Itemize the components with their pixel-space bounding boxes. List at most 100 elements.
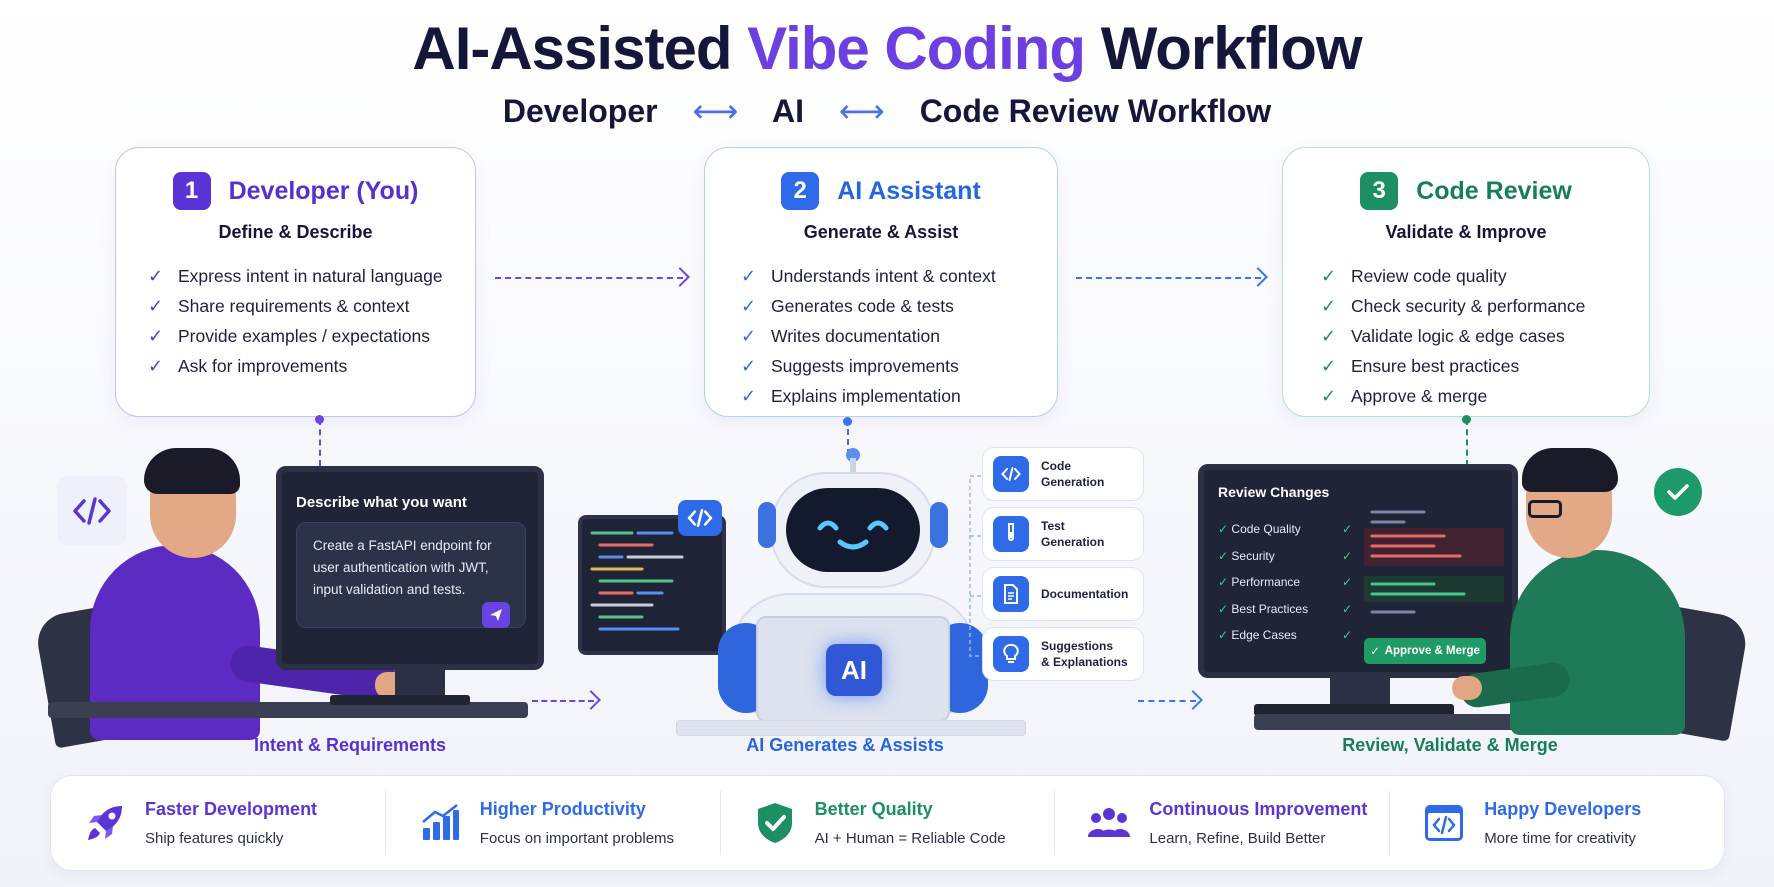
stage-label-review: Review, Validate & Merge <box>1342 735 1558 755</box>
step-checklist: ✓Review code quality ✓Check security & p… <box>1283 261 1649 411</box>
glasses-icon <box>1528 500 1562 518</box>
robot-ear <box>758 502 776 548</box>
review-item[interactable]: ✓ Performance✓ <box>1218 575 1352 590</box>
title-part1: AI-Assisted <box>412 15 732 82</box>
check-icon: ✓ <box>741 385 757 406</box>
check-icon: ✓ <box>741 265 757 286</box>
connector-line <box>1466 419 1468 466</box>
monitor-stand <box>1330 678 1390 708</box>
check-icon: ✓ <box>741 325 757 346</box>
check-icon: ✓ <box>1341 575 1352 590</box>
review-checklist: ✓ Code Quality✓ ✓ Security✓ ✓ Performanc… <box>1218 516 1352 649</box>
review-item[interactable]: ✓ Code Quality✓ <box>1218 522 1352 537</box>
laptop: AI <box>756 616 950 722</box>
flow-arrow <box>1076 267 1268 287</box>
robot-head <box>770 472 936 588</box>
subtitle-ai: AI <box>772 93 805 129</box>
bar-chart-icon <box>418 801 462 845</box>
review-item[interactable]: ✓ Edge Cases✓ <box>1218 628 1352 643</box>
review-monitor: Review Changes ✓ Code Quality✓ ✓ Securit… <box>1198 464 1518 678</box>
code-lines <box>590 531 684 631</box>
benefit-desc: Focus on important problems <box>479 830 675 847</box>
check-icon: ✓ <box>1321 355 1337 376</box>
title-part2: Workflow <box>1100 15 1363 82</box>
checkbox-icon: ✓ <box>1218 575 1229 590</box>
robot-ear <box>930 502 948 548</box>
check-icon: ✓ <box>1341 601 1352 616</box>
list-item: ✓Understands intent & context <box>741 265 996 286</box>
bidirectional-arrow-icon: ⟷ <box>838 93 885 129</box>
review-scene: Review Changes ✓ Code Quality✓ ✓ Securit… <box>1190 440 1751 742</box>
step-title: Code Review <box>1416 176 1572 205</box>
send-button[interactable] <box>482 602 510 628</box>
step-card-developer: 1 Developer (You) Define & Describe ✓Exp… <box>115 147 476 417</box>
monitor-heading: Describe what you want <box>296 494 467 511</box>
check-icon: ✓ <box>741 355 757 376</box>
code-tag-badge <box>678 500 722 536</box>
desk <box>676 720 1026 736</box>
team-icon <box>1087 801 1131 845</box>
ai-badge: AI <box>826 644 882 696</box>
step-card-code-review: 3 Code Review Validate & Improve ✓Review… <box>1282 147 1650 417</box>
check-icon: ✓ <box>1321 325 1337 346</box>
shield-check-icon <box>753 801 797 845</box>
check-icon: ✓ <box>148 325 164 346</box>
step-checklist: ✓Express intent in natural language ✓Sha… <box>116 261 475 381</box>
robot-antenna-stem <box>850 458 856 476</box>
benefit-title: Better Quality <box>814 799 933 819</box>
robot-smile-icon <box>817 520 889 550</box>
connector-dot <box>1462 415 1471 424</box>
list-item: ✓Check security & performance <box>1321 295 1586 316</box>
list-item: ✓Generates code & tests <box>741 295 954 316</box>
checkbox-icon: ✓ <box>1218 601 1229 616</box>
step-card-ai-assistant: 2 AI Assistant Generate & Assist ✓Unders… <box>704 147 1058 417</box>
flow-arrow <box>1138 690 1203 710</box>
connector-line <box>319 419 321 466</box>
review-item[interactable]: ✓ Security✓ <box>1218 548 1352 563</box>
list-item: ✓Explains implementation <box>741 385 961 406</box>
ai-scene: AI <box>570 448 1150 738</box>
approve-merge-button[interactable]: ✓Approve & Merge <box>1364 638 1486 664</box>
flow-arrow <box>495 267 690 287</box>
reviewer-hair <box>1522 448 1618 492</box>
code-window-icon <box>1422 801 1466 845</box>
check-icon: ✓ <box>148 265 164 286</box>
checkbox-icon: ✓ <box>1218 548 1229 563</box>
document-icon <box>993 576 1029 612</box>
list-item: ✓Validate logic & edge cases <box>1321 325 1565 346</box>
step-number-badge: 3 <box>1360 172 1399 210</box>
benefit-desc: Ship features quickly <box>145 830 284 847</box>
benefit-desc: More time for creativity <box>1484 830 1636 847</box>
check-icon: ✓ <box>148 355 164 376</box>
lightbulb-icon <box>993 636 1029 672</box>
code-icon <box>993 456 1029 492</box>
benefit-desc: Learn, Refine, Build Better <box>1149 830 1326 847</box>
keyboard <box>330 695 470 705</box>
title-accent: Vibe Coding <box>747 15 1086 82</box>
developer-hair <box>144 448 240 494</box>
step-subtitle: Define & Describe <box>218 222 373 242</box>
check-icon: ✓ <box>1370 646 1380 658</box>
flow-arrow <box>532 690 601 710</box>
review-heading: Review Changes <box>1218 484 1330 500</box>
step-title: AI Assistant <box>837 176 981 205</box>
send-icon <box>490 609 502 621</box>
list-item: ✓Provide examples / expectations <box>148 325 430 346</box>
page-title: AI-Assisted Vibe Coding Workflow <box>0 14 1774 83</box>
stage-label-intent: Intent & Requirements <box>253 735 447 755</box>
check-icon: ✓ <box>1321 385 1337 406</box>
check-icon: ✓ <box>148 295 164 316</box>
checkbox-icon: ✓ <box>1218 522 1229 537</box>
test-tube-icon <box>993 516 1029 552</box>
benefit-title: Higher Productivity <box>479 799 646 819</box>
review-item[interactable]: ✓ Best Practices✓ <box>1218 601 1352 616</box>
arrow-head-icon <box>670 267 690 287</box>
feature-documentation: Documentation <box>982 567 1144 621</box>
developer-monitor: Describe what you want Create a FastAPI … <box>276 466 544 670</box>
